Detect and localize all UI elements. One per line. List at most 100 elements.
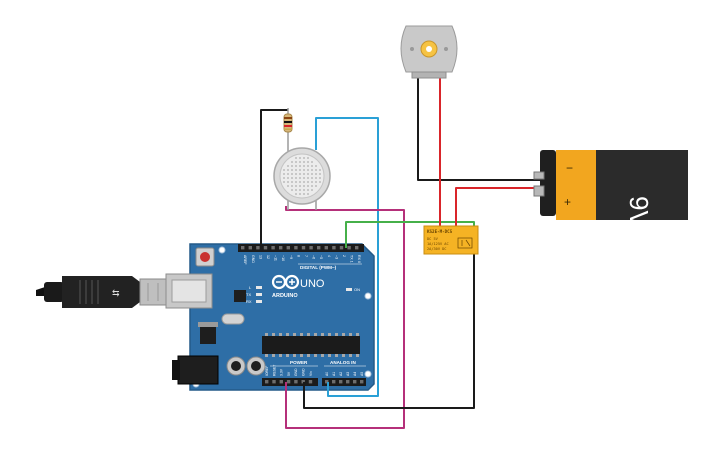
mesh-hole bbox=[315, 181, 317, 183]
arduino-infinity-logo-icon bbox=[271, 274, 300, 290]
header-pin[interactable] bbox=[308, 380, 313, 384]
digital-pin-label: ~3 bbox=[334, 255, 338, 259]
header-pin[interactable] bbox=[325, 380, 329, 384]
header-pin[interactable] bbox=[263, 246, 268, 250]
mesh-hole bbox=[307, 185, 309, 187]
header-pin[interactable] bbox=[279, 380, 283, 384]
header-pin[interactable] bbox=[332, 380, 336, 384]
mesh-hole bbox=[303, 173, 305, 175]
usb-cable: ⇆ bbox=[36, 276, 171, 308]
arduino-model: UNO bbox=[300, 278, 325, 290]
chip-pin bbox=[335, 354, 338, 357]
dc-motor[interactable] bbox=[400, 25, 458, 79]
header-pin[interactable] bbox=[294, 380, 298, 384]
wire-blue-sensor-analog[interactable] bbox=[315, 117, 379, 397]
led-l bbox=[256, 286, 262, 289]
header-pin[interactable] bbox=[271, 246, 275, 250]
battery-body bbox=[596, 150, 688, 220]
analog-pin-label: A3 bbox=[346, 372, 350, 376]
header-pin[interactable] bbox=[309, 246, 313, 250]
crystal-oscillator bbox=[221, 313, 245, 325]
header-pin[interactable] bbox=[332, 246, 336, 250]
battery-9v[interactable]: − + 9V bbox=[533, 150, 688, 228]
header-pin[interactable] bbox=[360, 380, 364, 384]
mesh-hole bbox=[303, 177, 305, 179]
digital-pin-label: 12 bbox=[266, 255, 270, 259]
power-pin-label: Vin bbox=[309, 371, 313, 376]
relay-spec-1: DC 5V bbox=[427, 237, 439, 241]
header-pin[interactable] bbox=[353, 380, 357, 384]
chip-pin bbox=[300, 354, 303, 357]
wire-black-sensor-gnd[interactable] bbox=[260, 109, 288, 248]
mesh-hole bbox=[291, 189, 293, 191]
header-pin[interactable] bbox=[346, 380, 350, 384]
mesh-hole bbox=[299, 185, 301, 187]
mesh-hole bbox=[295, 185, 297, 187]
mesh-hole bbox=[291, 185, 293, 187]
arduino-brand: ARDUINO bbox=[272, 293, 298, 299]
chip-pin bbox=[286, 333, 289, 336]
mesh-hole bbox=[315, 177, 317, 179]
wire-magenta-sensor-5v[interactable] bbox=[285, 206, 405, 429]
mesh-hole bbox=[291, 165, 293, 167]
mesh-hole bbox=[303, 165, 305, 167]
battery-plus-label: + bbox=[564, 195, 571, 209]
header-pin[interactable] bbox=[265, 380, 269, 384]
mesh-hole bbox=[319, 169, 321, 171]
mesh-hole bbox=[303, 181, 305, 183]
gas-sensor[interactable] bbox=[273, 147, 331, 210]
wire-black-relay-gnd[interactable] bbox=[303, 250, 475, 409]
battery-cap bbox=[556, 150, 596, 220]
header-pin[interactable] bbox=[355, 246, 359, 250]
mesh-hole bbox=[307, 189, 309, 191]
header-pin[interactable] bbox=[286, 246, 290, 250]
wire-red-relay-battery[interactable] bbox=[455, 187, 542, 226]
mesh-hole bbox=[287, 181, 289, 183]
chip-pin bbox=[307, 333, 310, 336]
mesh-hole bbox=[287, 177, 289, 179]
wire-black-motor-battery[interactable] bbox=[417, 78, 542, 181]
mesh-hole bbox=[319, 177, 321, 179]
header-pin[interactable] bbox=[294, 246, 298, 250]
header-pin[interactable] bbox=[347, 246, 351, 250]
header-pin[interactable] bbox=[339, 380, 343, 384]
header-pin[interactable] bbox=[324, 246, 328, 250]
mesh-hole bbox=[303, 193, 305, 195]
mesh-hole bbox=[307, 177, 309, 179]
resistor[interactable] bbox=[283, 108, 293, 154]
chip-pin bbox=[307, 354, 310, 357]
header-pin[interactable] bbox=[241, 246, 245, 250]
mesh-hole bbox=[283, 173, 285, 175]
battery-terminal-negative bbox=[533, 171, 545, 180]
power-pin-label: 5V bbox=[287, 371, 291, 376]
header-pin[interactable] bbox=[256, 246, 260, 250]
header-pin[interactable] bbox=[301, 380, 305, 384]
mesh-hole bbox=[311, 181, 313, 183]
mesh-hole bbox=[315, 173, 317, 175]
mesh-hole bbox=[311, 161, 313, 163]
dc-barrel-jack bbox=[177, 355, 219, 385]
header-pin[interactable] bbox=[339, 246, 344, 250]
digital-header bbox=[238, 244, 364, 252]
header-pin[interactable] bbox=[279, 246, 283, 250]
digital-pin-label: TX 1 bbox=[350, 255, 354, 263]
header-pin[interactable] bbox=[272, 380, 276, 384]
mesh-hole bbox=[311, 189, 313, 191]
relay-spec-3: 2A/30V DC bbox=[427, 247, 446, 251]
digital-pin-label: ~10 bbox=[281, 255, 285, 261]
header-pin[interactable] bbox=[317, 246, 321, 250]
mesh-hole bbox=[287, 165, 289, 167]
relay-module[interactable]: KS2E-M-DC5 DC 5V 1A/125V AC 2A/30V DC bbox=[423, 225, 479, 255]
mesh-hole bbox=[307, 157, 309, 159]
header-pin[interactable] bbox=[286, 380, 291, 384]
reset-button-cap[interactable] bbox=[200, 252, 210, 262]
analog-in-label: ANALOG IN bbox=[330, 360, 356, 365]
power-pin-label: IOREF bbox=[265, 366, 269, 376]
digital-pin-label: ~11 bbox=[274, 255, 278, 261]
header-pin[interactable] bbox=[301, 246, 306, 250]
header-pin[interactable] bbox=[248, 246, 252, 250]
digital-pin-label: AREF bbox=[243, 255, 247, 265]
mesh-hole bbox=[311, 173, 313, 175]
mesh-hole bbox=[307, 161, 309, 163]
